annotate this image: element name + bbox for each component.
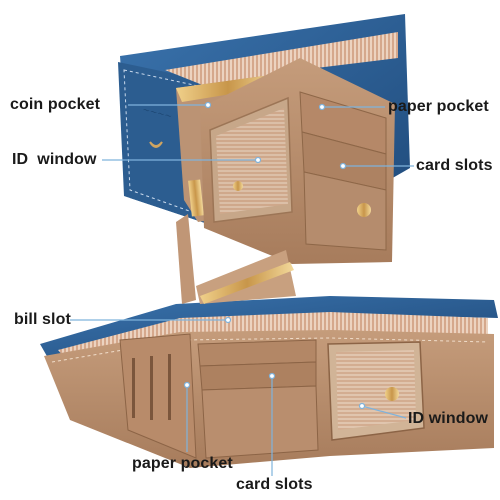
wallet-top-snap-button — [357, 203, 371, 217]
wallet-bottom-paper-pocket-slit-1 — [132, 358, 135, 418]
wallet-bottom-lining — [58, 312, 488, 364]
callout-dot-id-window-bottom — [358, 402, 366, 410]
callout-dot-bill-slot — [224, 316, 232, 324]
callout-dot-card-slots-top — [339, 162, 347, 170]
wallet-bottom-paper-pocket-slit-3 — [168, 354, 171, 420]
wallet-top-logo-mark — [149, 141, 163, 148]
callout-dot-coin-pocket — [204, 101, 212, 109]
wallet-bottom-blue-edge — [40, 296, 498, 358]
wallet-bottom-paper-pocket — [119, 333, 197, 459]
label-bill-slot: bill slot — [14, 311, 71, 328]
callout-dot-card-slots-bottom — [268, 372, 276, 380]
wallet-top-snap-left — [233, 181, 243, 191]
wallet-bottom-coin-pocket — [176, 214, 196, 304]
label-id-window-bottom: ID window — [408, 410, 489, 427]
wallet-bottom — [40, 214, 498, 468]
label-card-slots-bottom: card slots — [236, 476, 313, 493]
wallet-bottom-card-slot-1 — [197, 339, 317, 367]
wallet-top-card-slot-3 — [303, 171, 387, 251]
wallet-bottom-card-slot-3 — [201, 385, 319, 459]
callout-dot-paper-pocket-top — [318, 103, 326, 111]
callout-dot-paper-pocket-bottom — [183, 381, 191, 389]
callout-dot-id-window-top — [254, 156, 262, 164]
label-id-window-top: ID window — [12, 151, 97, 168]
wallet-top: ~~~~ — [118, 14, 410, 264]
wallet-bottom-snap-button — [385, 387, 399, 401]
coin-pocket-clasp — [188, 179, 204, 217]
wallet-bottom-card-slot-2 — [199, 361, 317, 391]
label-card-slots-top: card slots — [416, 157, 493, 174]
label-paper-pocket-bottom: paper pocket — [132, 455, 233, 472]
wallet-bottom-id-window-stripes — [336, 350, 416, 430]
wallet-top-lining — [165, 32, 398, 86]
callout-lines — [70, 101, 414, 476]
wallet-bottom-stitching — [51, 337, 489, 363]
label-coin-pocket: coin pocket — [10, 96, 101, 113]
wallet-bottom-paper-pocket-slit-2 — [150, 356, 153, 420]
wallet-bottom-coin-frame — [200, 262, 294, 304]
label-paper-pocket-top: paper pocket — [388, 98, 489, 115]
callout-line-id-window-bottom — [361, 405, 407, 419]
